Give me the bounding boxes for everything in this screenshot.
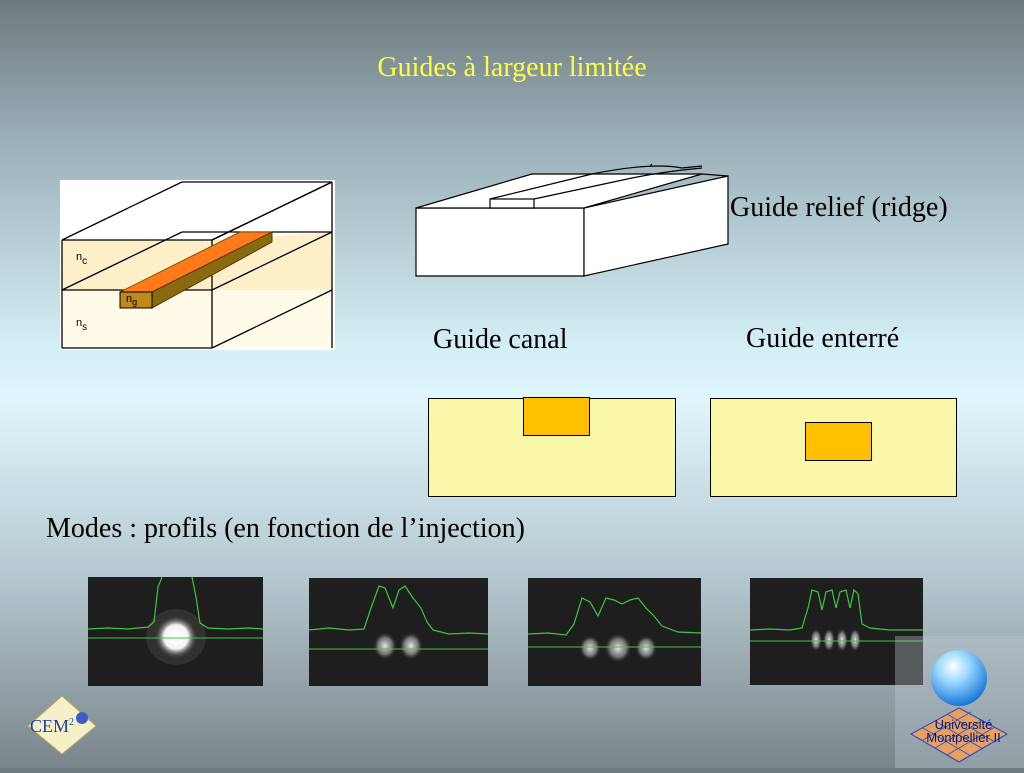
university-logo: Université Montpellier II — [895, 636, 1024, 768]
mode-profile-image-1 — [88, 577, 263, 686]
mode-profile-image-3 — [528, 578, 701, 686]
buried-guide-drawing — [710, 398, 957, 497]
buried-guide-label: Guide enterré — [746, 323, 900, 354]
mode-profile-image-4 — [750, 578, 923, 685]
slide-title: Guides à largeur limitée — [377, 52, 647, 83]
mode-profile-image-2 — [309, 578, 488, 686]
buried-core — [805, 422, 872, 461]
cem-text: CEM2 — [30, 716, 75, 736]
cem2-logo: CEM2 — [24, 694, 100, 756]
ridge-guide-label: Guide relief (ridge) — [730, 192, 948, 223]
canal-guide-drawing — [428, 397, 676, 497]
n-g-label: ng — [126, 293, 137, 307]
n-c-label: nc — [76, 251, 87, 267]
canal-guide-label: Guide canal — [433, 324, 568, 355]
university-name: Université Montpellier II — [926, 717, 1001, 745]
n-s-label: ns — [76, 317, 87, 333]
canal-core — [523, 397, 590, 436]
ridge-guide-drawing — [412, 160, 732, 280]
waveguide-3d-diagram: nc ng ns — [60, 180, 335, 350]
modes-label: Modes : profils (en fonction de l’inject… — [46, 513, 525, 544]
